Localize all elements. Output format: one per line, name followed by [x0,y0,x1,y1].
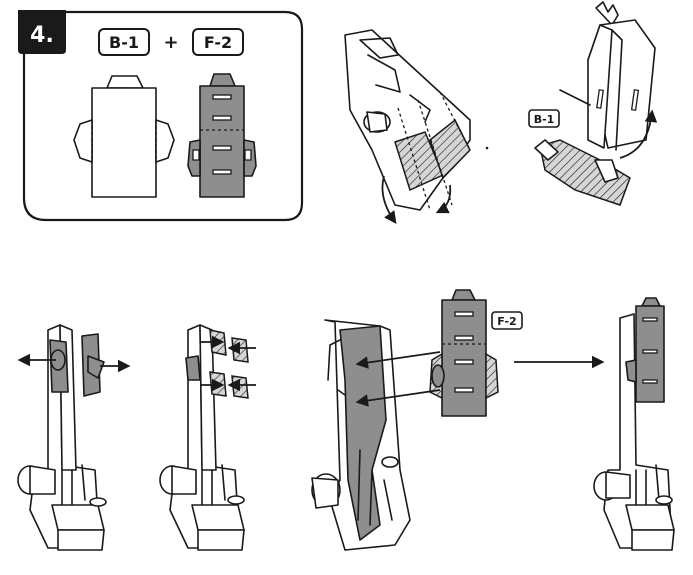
step-panel: 4. B-1 + F-2 [18,10,304,222]
part-f2-floating [429,289,499,417]
assembly-step-1 [17,324,131,551]
callout-box-b1-top [528,109,560,128]
step-number: 4. [30,23,54,48]
callout-label-b1-top: B-1 [534,113,555,126]
assembly-step-2 [159,324,256,551]
assembly-step-3: F-2 [311,289,523,551]
part-label-b1: B-1 [109,33,139,52]
part-f2-flat [187,73,257,198]
step-badge [18,10,66,54]
part-label-box-f2 [192,28,244,56]
callout-label-f2: F-2 [497,315,516,328]
fold-assembly-top [344,29,489,225]
part-label-box-b1 [98,28,150,56]
part-b1-flat [73,75,175,198]
plus-sign: + [163,32,178,53]
fold-assembly-right: B-1 [528,1,658,206]
assembly-step-4-result [593,297,675,551]
part-label-f2: F-2 [204,33,232,52]
callout-box-f2 [491,311,523,330]
